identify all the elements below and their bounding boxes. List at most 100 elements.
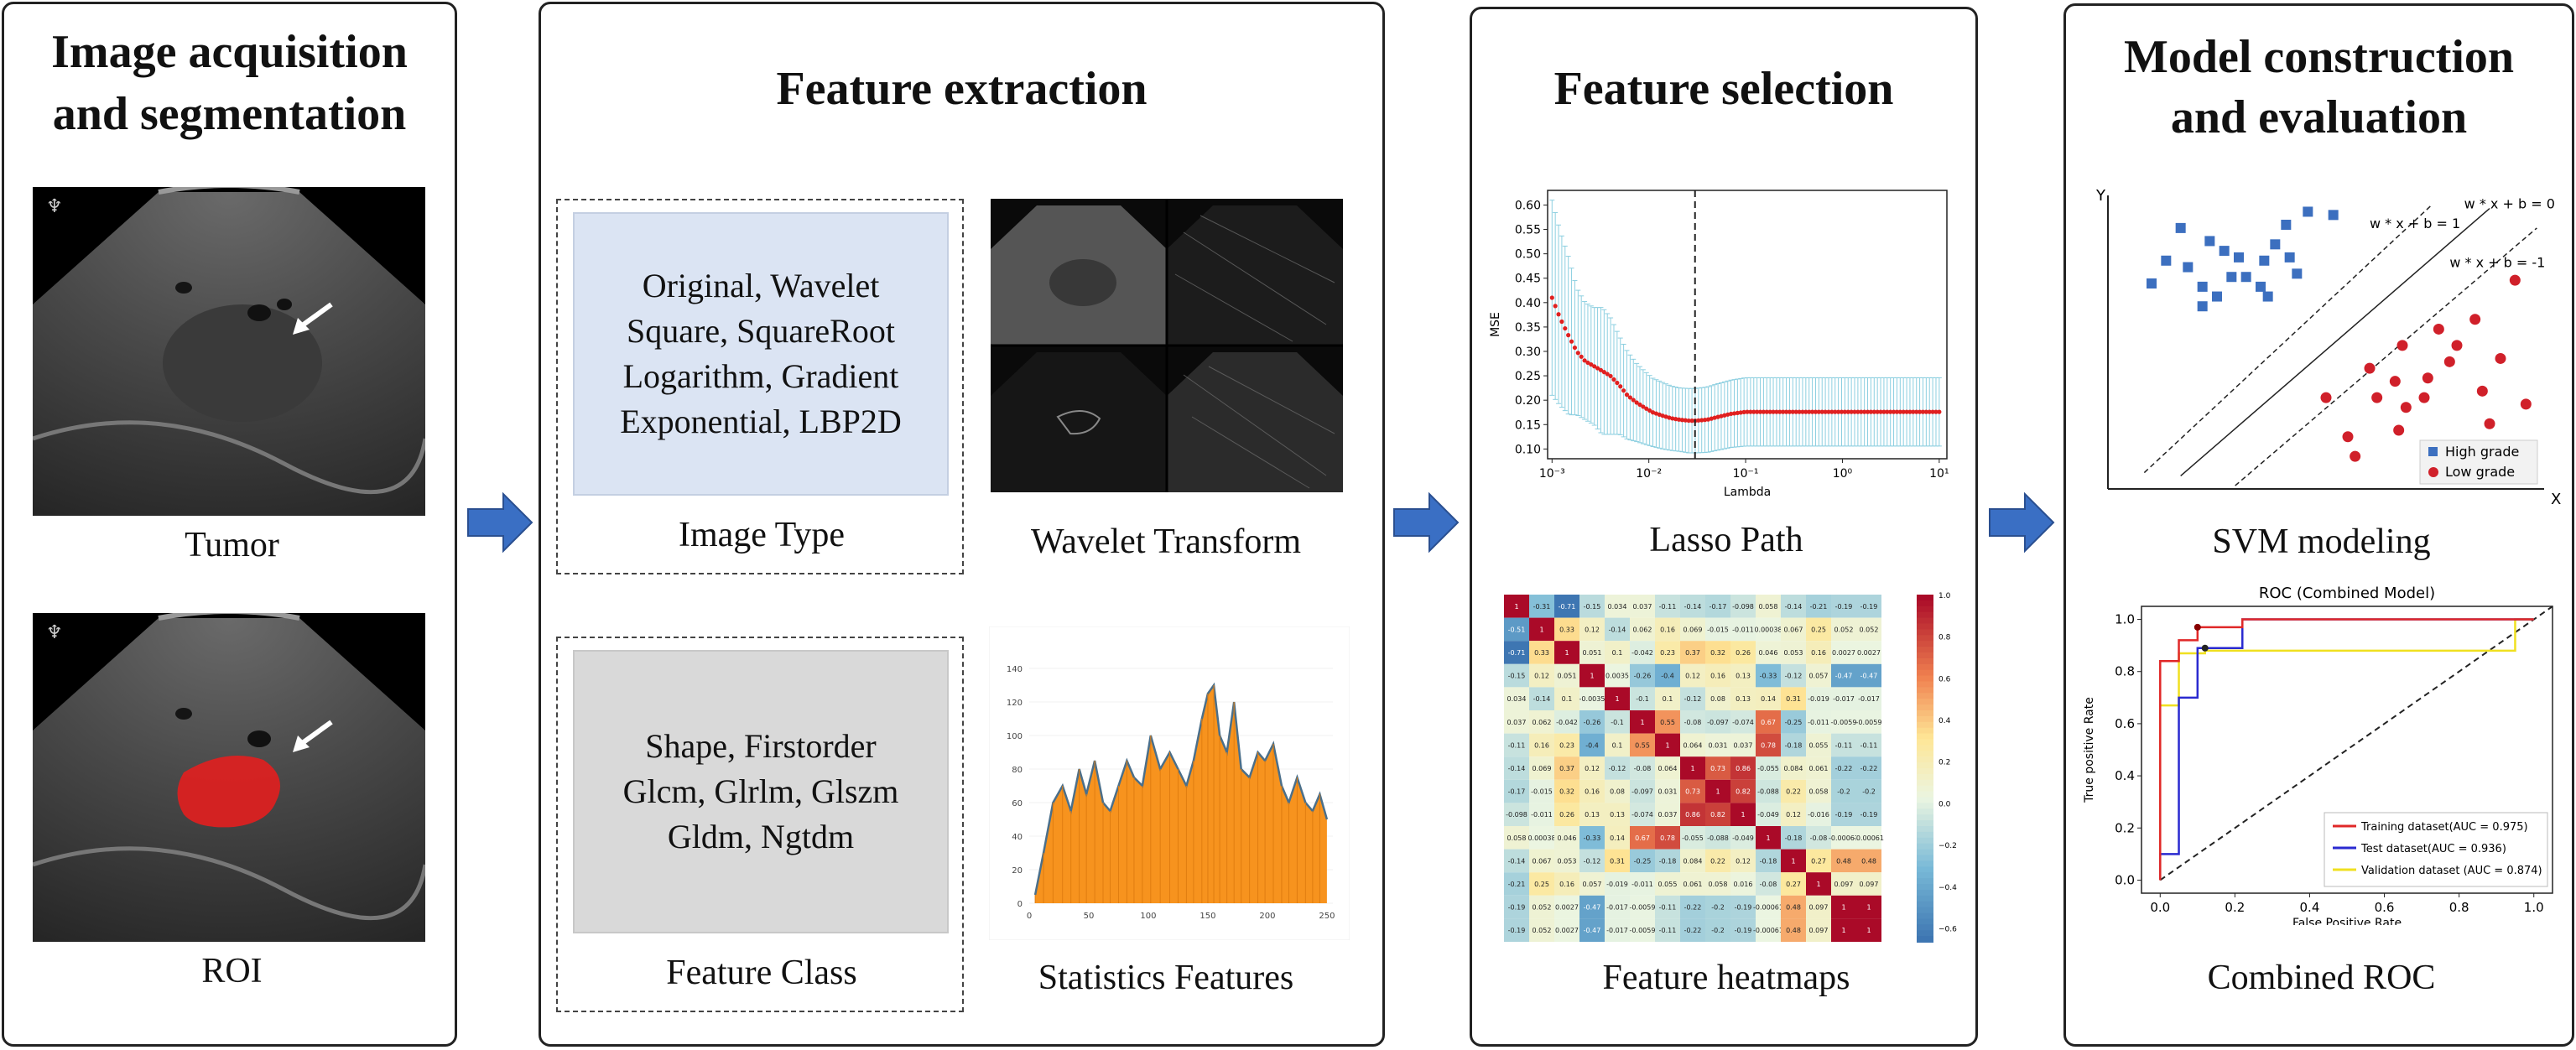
heatmap-cell <box>1705 756 1730 780</box>
heatmap-cell <box>1806 617 1831 642</box>
colorbar-tick-label: −0.6 <box>1939 925 1957 933</box>
heatmap-cell-label: -0.011 <box>1531 811 1553 819</box>
heatmap-cell-label: -0.0059 <box>1856 719 1882 726</box>
mse-point <box>1667 415 1672 420</box>
y-tick-label: 0 <box>1017 900 1023 909</box>
mse-point <box>1813 409 1819 414</box>
mse-point <box>1855 409 1860 414</box>
y-axis-label: Y <box>2095 187 2106 205</box>
heatmap-cell-label: 0.26 <box>1559 811 1574 819</box>
heatmap-cell <box>1579 803 1605 826</box>
heatmap-cell-label: 0.16 <box>1811 649 1826 657</box>
heatmap-cell-label: 0.14 <box>1761 695 1776 703</box>
y-tick-label: 0.60 <box>1515 199 1541 212</box>
heatmap-cell <box>1705 779 1730 803</box>
heatmap-cell-label: -0.00061 <box>1829 834 1859 842</box>
heatmap-cell <box>1806 779 1831 803</box>
heatmap-cell-label: 0.084 <box>1684 857 1703 865</box>
heatmap-cell-label: -0.088 <box>1757 788 1779 796</box>
mse-point <box>1777 409 1782 414</box>
low-grade-point <box>2476 385 2488 397</box>
mse-point <box>1875 409 1880 414</box>
heatmap-cell <box>1730 595 1756 618</box>
heatmap-cell <box>1831 756 1856 780</box>
colorbar-tick-label: 0.2 <box>1939 759 1950 767</box>
heatmap-cell-label: 1 <box>1866 927 1871 934</box>
mse-point <box>1849 409 1854 414</box>
colorbar-segment <box>1917 930 1933 938</box>
high-grade-point <box>2328 210 2339 221</box>
mse-point <box>1888 409 1893 414</box>
mse-point <box>1631 398 1636 403</box>
heatmap-cell-label: -0.71 <box>1508 649 1526 657</box>
heatmap-cell <box>1579 779 1605 803</box>
heatmap-cell <box>1831 918 1856 942</box>
heatmap-cell <box>1781 849 1806 873</box>
mse-point <box>1859 409 1864 414</box>
hyperplane-label: w * x + b = 0 <box>2464 196 2555 212</box>
heatmap-cell-label: -0.26 <box>1584 719 1601 726</box>
image-type-line: Square, SquareRoot <box>627 312 895 350</box>
heatmap-cell-label: 1 <box>1590 673 1594 680</box>
heatmap-cell <box>1579 641 1605 664</box>
heatmap-cell-label: 0.051 <box>1558 673 1577 680</box>
heatmap-cell <box>1831 687 1856 710</box>
colorbar-segment <box>1917 635 1933 642</box>
mse-point <box>1755 409 1760 414</box>
colorbar-segment <box>1917 895 1933 902</box>
heatmap-cell <box>1655 779 1680 803</box>
heatmap-cell-label: -0.00061 <box>1854 834 1884 842</box>
heatmap-cell-label: 1 <box>1615 695 1619 703</box>
colorbar-tick-label: 1.0 <box>1939 592 1951 600</box>
mse-point <box>1901 409 1906 414</box>
high-grade-point <box>2303 206 2313 217</box>
heatmap-cell-label: 0.14 <box>1610 834 1625 842</box>
heatmap-cell <box>1781 872 1806 896</box>
heatmap-cell-label: 0.058 <box>1507 834 1527 842</box>
heatmap-cell-label: -0.14 <box>1684 603 1702 611</box>
x-tick-label: 250 <box>1319 912 1335 921</box>
margin-line-lower <box>2235 227 2537 486</box>
heatmap-cell-label: 0.08 <box>1710 695 1725 703</box>
mse-point <box>1676 417 1682 422</box>
heatmap-cell-label: 0.33 <box>1534 649 1549 657</box>
heatmap-cell-label: 0.48 <box>1786 927 1801 934</box>
colorbar-segment <box>1917 721 1933 729</box>
high-grade-point <box>2256 281 2266 292</box>
heatmap-cell <box>1680 663 1705 688</box>
heatmap-cell-label: -0.1 <box>1611 719 1624 726</box>
heatmap-cell-label: 0.058 <box>1809 788 1829 796</box>
heatmap-cell-label: -0.25 <box>1785 719 1803 726</box>
heatmap-cell <box>1781 710 1806 734</box>
heatmap-cell <box>1655 595 1680 618</box>
hyperplane-label: w * x + b = -1 <box>2449 255 2545 271</box>
lasso-path-chart: 0.600.550.500.450.400.350.300.250.200.15… <box>1489 190 1949 499</box>
heatmap-cell <box>1705 663 1730 688</box>
heatmap-cell-label: 0.0027 <box>1555 927 1579 934</box>
heatmap-cell <box>1856 803 1881 826</box>
y-tick-label: 20 <box>1012 866 1023 876</box>
y-tick-label: 40 <box>1012 833 1023 842</box>
heatmap-cell-label: 0.78 <box>1761 741 1776 749</box>
heatmap-cell-label: 1 <box>1766 834 1770 842</box>
heatmap-cell-label: 1 <box>1514 603 1518 611</box>
heatmap-cell-label: 0.064 <box>1658 765 1678 772</box>
heatmap-cell <box>1756 849 1781 873</box>
heatmap-cell <box>1630 849 1655 873</box>
mse-point <box>1823 409 1828 414</box>
heatmap-cell <box>1781 803 1806 826</box>
heatmap-cell <box>1806 641 1831 664</box>
mse-point <box>1670 416 1675 421</box>
mse-point <box>1689 418 1694 424</box>
y-tick-label: 0.8 <box>2115 664 2135 679</box>
heatmap-cell-label: -0.14 <box>1785 603 1803 611</box>
heatmap-cell <box>1680 687 1705 710</box>
heatmap-cell-label: -0.055 <box>1682 834 1704 842</box>
legend-label: High grade <box>2445 444 2519 460</box>
heatmap-cell <box>1655 895 1680 919</box>
heatmap-cell-label: -0.017 <box>1606 904 1628 912</box>
heatmap-cell <box>1856 687 1881 710</box>
